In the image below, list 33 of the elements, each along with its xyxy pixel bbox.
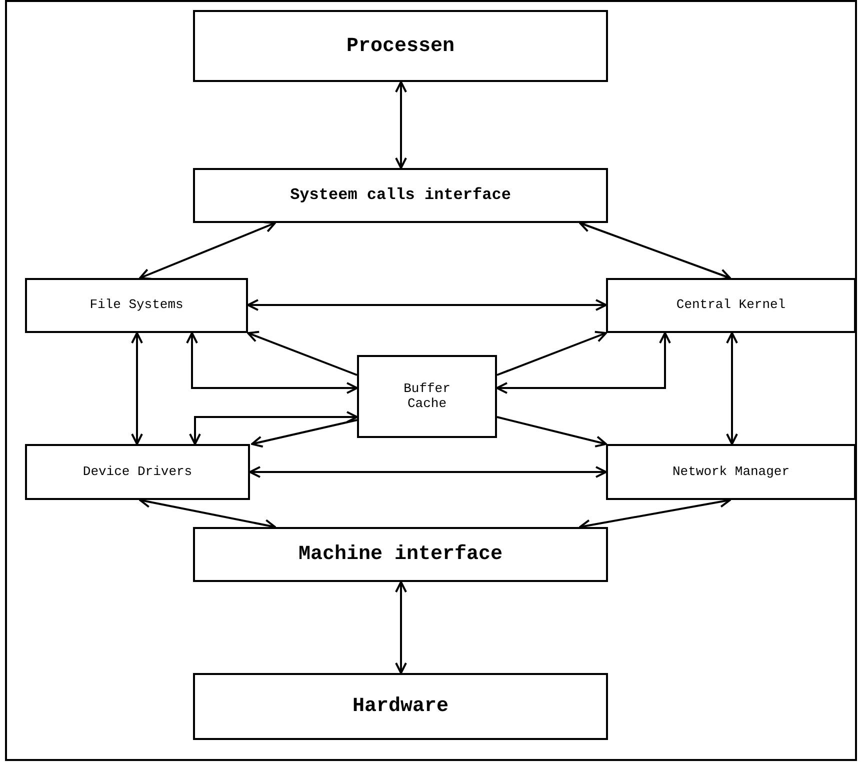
box	[357, 355, 497, 438]
box	[25, 278, 248, 333]
box-label: Device Drivers	[82, 464, 192, 480]
arrow	[251, 419, 358, 448]
arrow	[579, 220, 731, 280]
arrow	[496, 416, 607, 448]
box	[193, 527, 608, 582]
arrow	[249, 466, 607, 478]
box	[606, 278, 856, 333]
arrow	[247, 330, 358, 376]
box-label: Hardware	[352, 695, 448, 718]
arrow	[139, 221, 276, 280]
arrow	[395, 81, 407, 169]
box	[193, 673, 608, 740]
box-label: File Systems	[90, 298, 184, 313]
arrow	[189, 411, 358, 445]
arrow	[496, 330, 607, 376]
box	[193, 10, 608, 82]
arrow	[726, 332, 738, 445]
box-label: Network Manager	[672, 464, 790, 480]
box	[25, 444, 250, 500]
arrow	[131, 332, 143, 445]
box-label: Systeem calls interface	[290, 186, 511, 205]
box-label: Machine interface	[298, 543, 503, 566]
box-label: Buffer Cache	[402, 382, 452, 412]
box	[193, 168, 608, 223]
arrow	[395, 581, 407, 674]
arrow	[186, 332, 358, 394]
box-label: Processen	[346, 34, 455, 58]
arrow	[247, 299, 607, 311]
box	[606, 444, 856, 500]
box-label: Central Kernel	[676, 298, 786, 313]
arrow	[496, 332, 671, 394]
